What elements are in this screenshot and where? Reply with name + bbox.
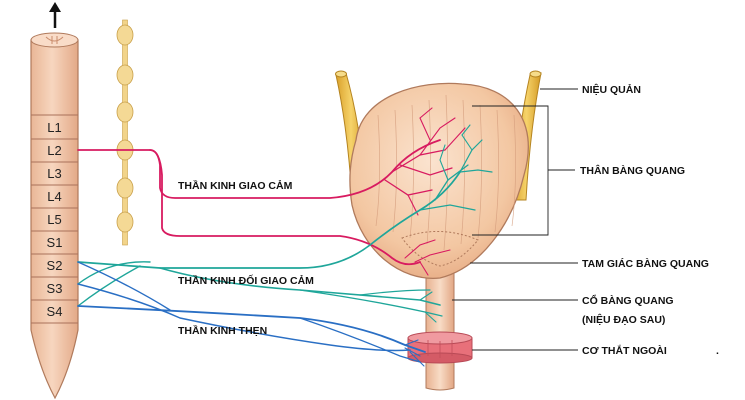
pudendal-root-s3 [77,283,411,352]
bladder-neck-label: CỔ BÀNG QUANG [582,294,674,307]
parasympathetic-twig [459,169,493,173]
sympathetic-nerve-branch [149,149,421,266]
nerves [77,107,493,367]
spinal-segment-s3: S3 [47,281,63,296]
sympathetic-twig [419,107,433,141]
sympathetic-twig [419,117,456,156]
sympathetic-twig [444,127,466,151]
posterior-urethra-label: (NIỆU ĐẠO SAU) [582,313,665,326]
spinal-segment-l3: L3 [47,166,61,181]
bladder [349,82,529,279]
ganglion [116,101,134,123]
ganglion [116,24,134,46]
parasympathetic-root [77,265,141,307]
external-sphincter-label: CƠ THẮT NGOÀI [582,344,667,357]
stray-mark: . [716,345,719,357]
spinal-segment-s2: S2 [47,258,63,273]
ganglion [116,211,134,233]
sympathetic-twig [404,239,436,259]
up-arrow-icon [49,2,61,28]
parasympathetic-twig [419,291,433,301]
sympathetic-chain [116,19,134,246]
spinal-segment-l2: L2 [47,143,61,158]
pudendal-branch [299,317,421,363]
ureter-label: NIỆU QUẢN [582,83,641,96]
external-sphincter [407,331,473,364]
pudendal-root-s2 [77,261,171,311]
spinal-segment-l1: L1 [47,120,61,135]
parasympathetic-to-neck-3 [359,289,431,296]
bladder-body-label: THÂN BÀNG QUANG [580,164,685,177]
spinal-cord [30,32,79,400]
parasympathetic-twig [419,204,476,211]
spinal-segment-s4: S4 [47,304,63,319]
spinal-segment-l4: L4 [47,189,61,204]
ganglion [116,177,134,199]
parasympathetic-twig [439,144,449,181]
spinal-segment-s1: S1 [47,235,63,250]
sympathetic-nerve-label: THẦN KINH GIAO CẢM [178,179,293,192]
parasympathetic-root [77,261,151,285]
pudendal-nerve [77,305,426,353]
pudendal-twigs [404,339,425,367]
sympathetic-twig [419,261,429,276]
ganglion [116,64,134,86]
spinal-segment-l5: L5 [47,212,61,227]
sympathetic-twig [414,249,451,263]
parasympathetic-nerve [77,171,461,269]
parasympathetic-to-neck-2 [299,289,443,317]
urethra [425,267,455,391]
parasympathetic-nerve-label: THẦN KINH ĐỐI GIAO CẢM [178,273,314,287]
pudendal-nerve-label: THẦN KINH THẸN [178,324,267,337]
leader-lines [452,88,578,351]
trigone-label: TAM GIÁC BÀNG QUANG [582,257,709,270]
parasympathetic-twig [424,311,437,323]
parasympathetic-twig [461,124,473,151]
